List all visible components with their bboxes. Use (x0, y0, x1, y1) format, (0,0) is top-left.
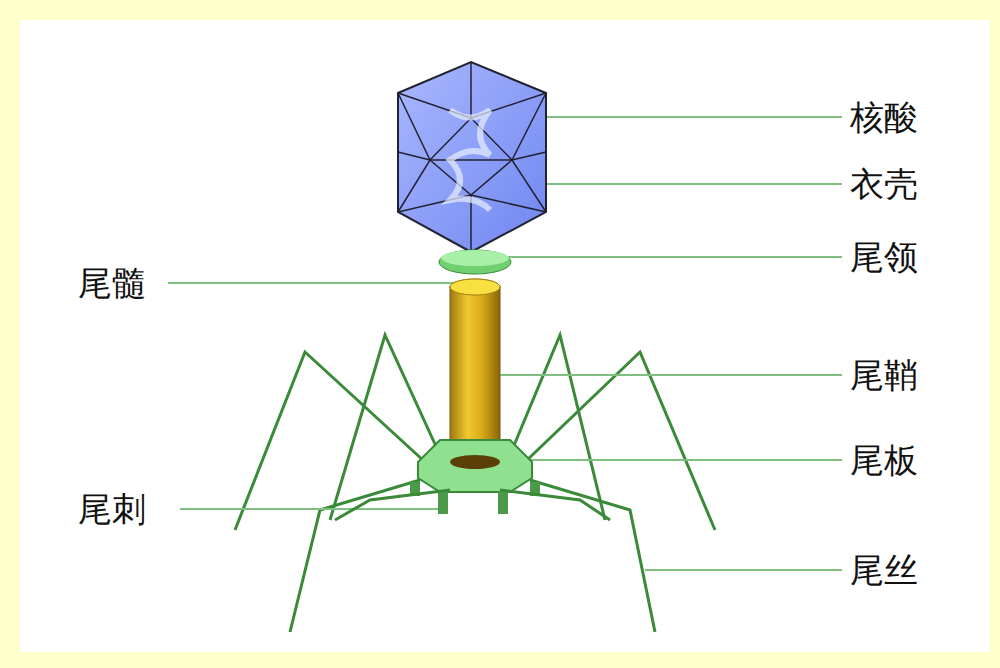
part-label: 核酸 (850, 97, 918, 137)
part-label: 尾板 (850, 440, 918, 480)
part-label: 尾丝 (850, 550, 918, 590)
part-label: 衣壳 (850, 164, 918, 204)
part-label: 尾髓 (78, 263, 146, 303)
part-label: 尾鞘 (850, 355, 918, 395)
part-label: 尾领 (850, 237, 918, 277)
part-label: 尾刺 (78, 489, 146, 529)
